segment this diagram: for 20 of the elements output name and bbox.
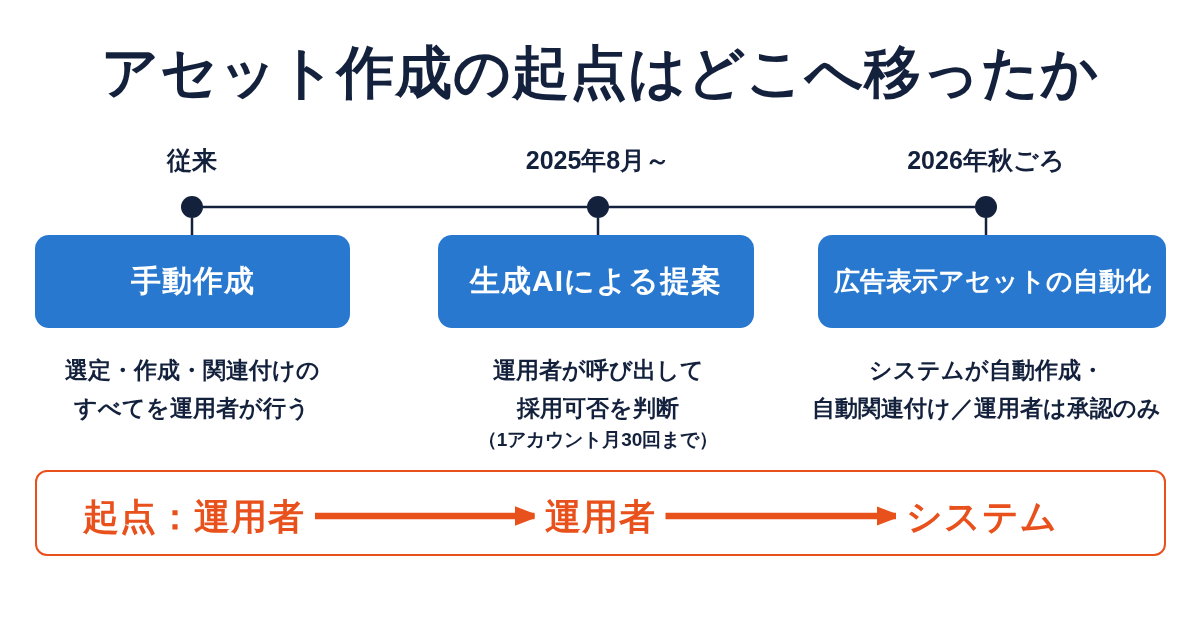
stage-box: 生成AIによる提案 [438, 235, 754, 328]
timeline-line [609, 205, 975, 209]
description-text: システムが自動作成・自動関連付け／運用者は承認のみ [811, 356, 1161, 423]
summary-frame [35, 470, 1166, 556]
timeline-dot [587, 196, 609, 218]
timeline-dot [975, 196, 997, 218]
date-label: 従来 [167, 145, 217, 176]
timeline-line [203, 205, 587, 209]
description-text: 選定・作成・関連付けのすべてを運用者が行う [63, 356, 321, 423]
title: アセット作成の起点はどこへ移ったか [101, 39, 1099, 106]
date-label: 2026年秋ごろ [907, 145, 1065, 176]
date-label: 2025年8月～ [525, 145, 671, 176]
note-text: （1アカウント月30回まで） [477, 428, 719, 452]
stage-box: 広告表示アセットの自動化 [818, 235, 1166, 328]
stage-box: 手動作成 [35, 235, 350, 328]
flow-label: 起点：運用者 [83, 493, 305, 539]
description-text: 運用者が呼び出して採用可否を判断 [492, 356, 704, 423]
flow-label: 運用者 [544, 493, 656, 539]
flow-label: システム [906, 493, 1058, 539]
timeline-dot [181, 196, 203, 218]
